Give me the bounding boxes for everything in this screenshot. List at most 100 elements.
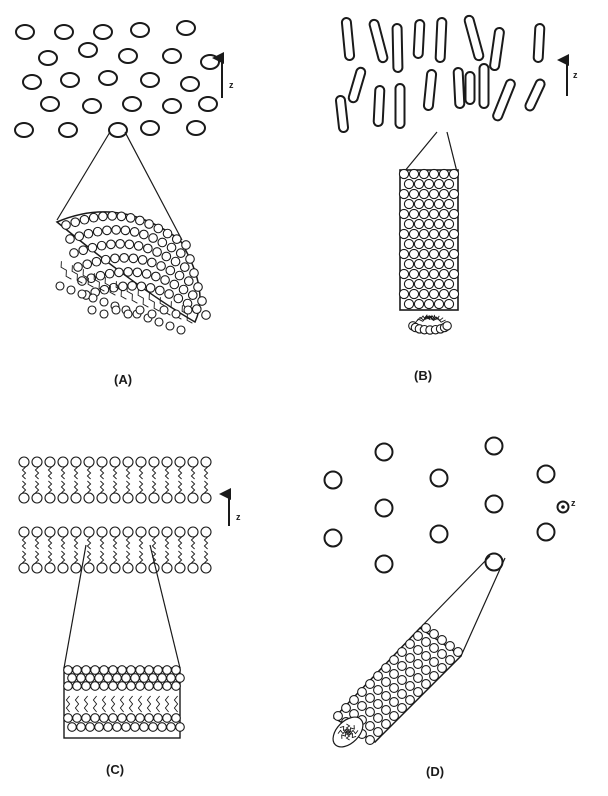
- rod-headgroup: [399, 269, 408, 278]
- rim-headgroup: [136, 306, 144, 314]
- dome-headgroup: [158, 238, 167, 247]
- bilayer-headgroup: [149, 457, 159, 467]
- slab-bottom-headgroup: [145, 714, 154, 723]
- rod-headgroup: [424, 239, 433, 248]
- cylinder-headgroup: [454, 648, 463, 657]
- bilayer-tail: [139, 481, 142, 493]
- dome-headgroup: [161, 276, 170, 285]
- oblate-micelle: [99, 71, 117, 85]
- dome-headgroup: [152, 272, 161, 281]
- panel-c-label: (C): [106, 762, 124, 777]
- bilayer-headgroup: [32, 563, 42, 573]
- slab-bottom-headgroup: [82, 714, 91, 723]
- slab-bottom-headgroup: [136, 714, 145, 723]
- rod-headgroup: [409, 189, 418, 198]
- slab-top-headgroup: [113, 674, 122, 683]
- panel-a-oblate-micelle-cutaway: [56, 212, 210, 334]
- dome-headgroup: [126, 214, 135, 223]
- rod-micelle: [464, 15, 485, 61]
- cylinder-headgroup: [382, 664, 391, 673]
- bilayer-tail: [48, 467, 51, 479]
- slab-bottom-headgroup: [149, 723, 158, 732]
- panel-a: z (A): [15, 21, 234, 387]
- hexagonal-rod-cross-section: [376, 500, 393, 517]
- panel-b-zoom-lines: [404, 132, 457, 172]
- dome-headgroup: [148, 258, 157, 267]
- dome-headgroup: [115, 268, 124, 277]
- slab-top-headgroup: [127, 682, 136, 691]
- slab-top-headgroup: [86, 674, 95, 683]
- oblate-micelle: [16, 25, 34, 39]
- cut-face-headgroup: [78, 290, 86, 298]
- bilayer-headgroup: [188, 493, 198, 503]
- bilayer-tail: [48, 551, 51, 563]
- oblate-micelle: [109, 123, 127, 137]
- rod-headgroup: [449, 229, 458, 238]
- rod-micelle: [369, 19, 389, 63]
- bilayer-tail: [204, 551, 207, 563]
- cylinder-headgroup: [422, 680, 431, 689]
- dome-headgroup: [107, 240, 116, 249]
- slab-bottom-headgroup: [118, 714, 127, 723]
- bilayer-tail: [178, 537, 181, 549]
- cylinder-headgroup: [398, 704, 407, 713]
- rod-headgroup: [434, 239, 443, 248]
- dome-headgroup: [66, 235, 75, 244]
- rod-headgroup: [419, 269, 428, 278]
- dome-headgroup: [103, 226, 112, 235]
- dome-headgroup: [101, 255, 110, 264]
- bilayer-tail: [87, 467, 90, 479]
- slab-bottom-headgroup: [68, 723, 77, 732]
- rod-headgroup: [404, 299, 413, 308]
- rod-micelle: [348, 67, 367, 104]
- rod-headgroup: [419, 169, 428, 178]
- rod-headgroup: [409, 249, 418, 258]
- rod-headgroup: [409, 209, 418, 218]
- rim-headgroup: [172, 310, 180, 318]
- bilayer-tail: [100, 467, 103, 479]
- bilayer-headgroup: [110, 527, 120, 537]
- rod-headgroup: [444, 239, 453, 248]
- rod-headgroup: [439, 209, 448, 218]
- cylinder-headgroup: [422, 652, 431, 661]
- bilayer-tail: [61, 481, 64, 493]
- rod-micelle: [374, 86, 385, 126]
- oblate-micelle: [141, 73, 159, 87]
- rod-headgroup: [444, 179, 453, 188]
- slab-bottom-headgroup: [109, 714, 118, 723]
- rod-headgroup: [414, 299, 423, 308]
- rod-headgroup: [434, 179, 443, 188]
- bilayer-headgroup: [123, 493, 133, 503]
- cylinder-headgroup: [374, 672, 383, 681]
- cylinder-headgroup: [422, 666, 431, 675]
- bilayer-tail: [87, 551, 90, 563]
- oblate-micelle: [15, 123, 33, 137]
- bilayer-tail: [35, 551, 38, 563]
- oblate-micelle: [55, 25, 73, 39]
- hexagonal-rod-cross-section: [431, 470, 448, 487]
- slab-top-headgroup: [82, 682, 91, 691]
- bilayer-headgroup: [175, 493, 185, 503]
- rod-headgroup: [424, 279, 433, 288]
- rod-headgroup: [409, 289, 418, 298]
- bilayer-tail: [191, 481, 194, 493]
- dome-headgroup: [186, 255, 195, 264]
- rod-headgroup: [414, 279, 423, 288]
- slab-top-headgroup: [145, 666, 154, 675]
- hexagonal-rod-cross-section: [431, 526, 448, 543]
- bilayer-headgroup: [58, 527, 68, 537]
- cylinder-headgroup: [390, 698, 399, 707]
- bilayer-tail: [165, 537, 168, 549]
- rod-micelle: [342, 18, 355, 61]
- bilayer-headgroup: [162, 493, 172, 503]
- dome-headgroup: [80, 215, 89, 224]
- slab-top-headgroup: [109, 666, 118, 675]
- bilayer-headgroup: [45, 457, 55, 467]
- oblate-micelle: [41, 97, 59, 111]
- slab-bottom-headgroup: [86, 723, 95, 732]
- slab-bottom-headgroup: [154, 714, 163, 723]
- bilayer-tail: [100, 537, 103, 549]
- cut-face-headgroup: [155, 318, 163, 326]
- rod-headgroup: [444, 299, 453, 308]
